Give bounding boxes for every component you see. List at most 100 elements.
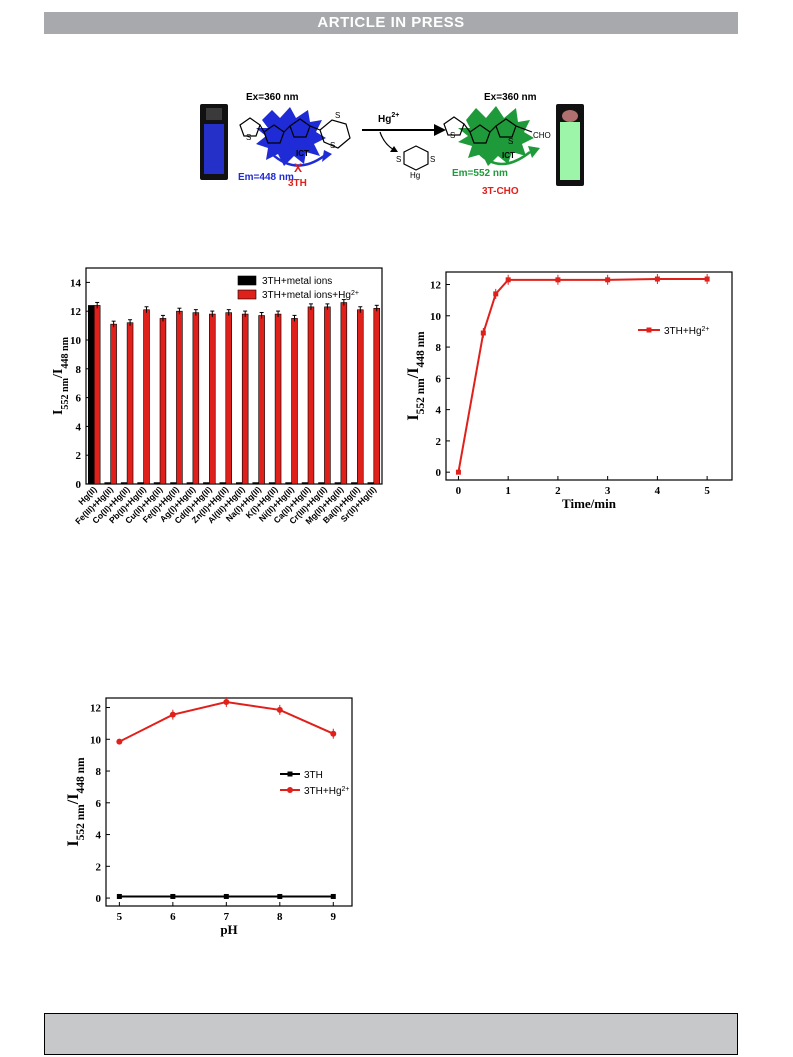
bar [291, 318, 298, 485]
bar [219, 482, 227, 485]
byproduct-ring [403, 145, 429, 171]
y-tick-label: 12 [70, 306, 82, 318]
vial-3t-cho [556, 104, 584, 186]
x-tick-label: 4 [655, 485, 661, 497]
data-point [170, 893, 176, 899]
bar [241, 313, 249, 485]
plot-frame [105, 697, 353, 907]
bar [268, 482, 276, 485]
bar [110, 323, 117, 485]
bar [170, 482, 177, 485]
x-tick-label: 7 [224, 911, 230, 923]
x-tick-label: 5 [117, 911, 123, 923]
article-in-press-banner: ARTICLE IN PRESS [44, 12, 738, 34]
vial-green-fluid [560, 122, 580, 180]
legend-marker [646, 327, 652, 333]
y-tick-label: 0 [76, 479, 82, 491]
y-axis-label: I552 nm/I448 nm [51, 336, 71, 415]
data-point [116, 893, 122, 899]
y-tick-label: 8 [436, 342, 442, 354]
y-tick-label: 12 [90, 703, 102, 715]
bar [334, 482, 342, 485]
bar [153, 482, 161, 485]
x-tick-label: 3 [605, 485, 611, 497]
bar [301, 482, 309, 485]
bar [176, 310, 183, 485]
reaction-scheme: Ex=360 nm S S S ICT X Em=448 nm 3TH Hg2+… [200, 92, 584, 197]
thiophene-chain-left [239, 117, 351, 149]
y-tick-label: 6 [436, 373, 442, 385]
bar [258, 315, 265, 485]
y-tick-label: 8 [76, 364, 82, 376]
data-point [330, 893, 336, 899]
legend-label: 3TH+Hg2+ [664, 326, 710, 338]
bar [367, 482, 375, 485]
vial-blue-fluid [204, 124, 224, 174]
plot-frame [445, 271, 733, 481]
x-axis-label: Time/min [562, 496, 617, 511]
y-tick-label: 12 [430, 280, 442, 292]
bar [357, 309, 364, 485]
y-axis-label: I552 nm/I448 nm [405, 331, 427, 421]
s-atom: S [335, 111, 340, 120]
ict-label-right: ICT [502, 151, 515, 160]
legend-marker [287, 771, 293, 777]
s-atom: S [246, 133, 251, 142]
y-tick-label: 10 [70, 335, 82, 347]
y-tick-label: 6 [76, 393, 82, 405]
legend-label: 3TH+metal ions+Hg2+ [262, 290, 359, 302]
y-tick-label: 6 [96, 798, 102, 810]
em-label-right: Em=552 nm [452, 168, 508, 179]
legend-label: 3TH+Hg2+ [304, 786, 350, 798]
bar [88, 305, 95, 485]
x-tick-label: 8 [277, 911, 283, 923]
y-tick-label: 2 [76, 450, 82, 462]
bar [203, 482, 210, 485]
bar [285, 482, 292, 485]
bar [159, 318, 167, 485]
y-tick-label: 0 [96, 893, 102, 905]
y-tick-label: 4 [96, 830, 102, 842]
x-tick-label: 6 [170, 911, 176, 923]
bar [209, 313, 216, 485]
x-tick-label: 5 [704, 485, 710, 497]
s-atom: S [396, 155, 401, 164]
byproduct-hg-label: Hg [410, 171, 420, 180]
y-axis-label: I552 nm/I448 nm [65, 757, 87, 847]
bar [143, 309, 150, 485]
legend-label: 3TH [304, 770, 323, 781]
data-point [223, 893, 229, 899]
y-tick-label: 14 [70, 277, 82, 289]
legend-marker [287, 787, 293, 793]
legend-swatch [237, 275, 257, 286]
y-tick-label: 0 [436, 467, 442, 479]
bar [93, 305, 101, 485]
bar [318, 482, 325, 485]
green-starburst [458, 106, 534, 166]
x-tick-label: 2 [555, 485, 561, 497]
blocked-x-icon: X [294, 161, 302, 175]
bar [120, 482, 128, 485]
data-point [455, 469, 461, 475]
bar [137, 482, 144, 485]
y-tick-label: 4 [436, 405, 442, 417]
legend-swatch [237, 289, 257, 300]
ict-arrow-left [271, 153, 325, 167]
y-tick-label: 2 [96, 861, 102, 873]
x-tick-label: 1 [505, 485, 511, 497]
series-line [457, 278, 708, 473]
x-tick-label: 9 [331, 911, 337, 923]
s-atom: S [508, 137, 513, 146]
bar [252, 482, 259, 485]
vial-3th [200, 104, 228, 180]
legend-label: 3TH+metal ions [262, 276, 332, 287]
x-tick-label: 0 [456, 485, 462, 497]
bar [351, 482, 358, 485]
s-atom: S [450, 131, 455, 140]
bar [307, 306, 315, 485]
bar [186, 482, 194, 485]
ex-label-left: Ex=360 nm [246, 92, 299, 103]
